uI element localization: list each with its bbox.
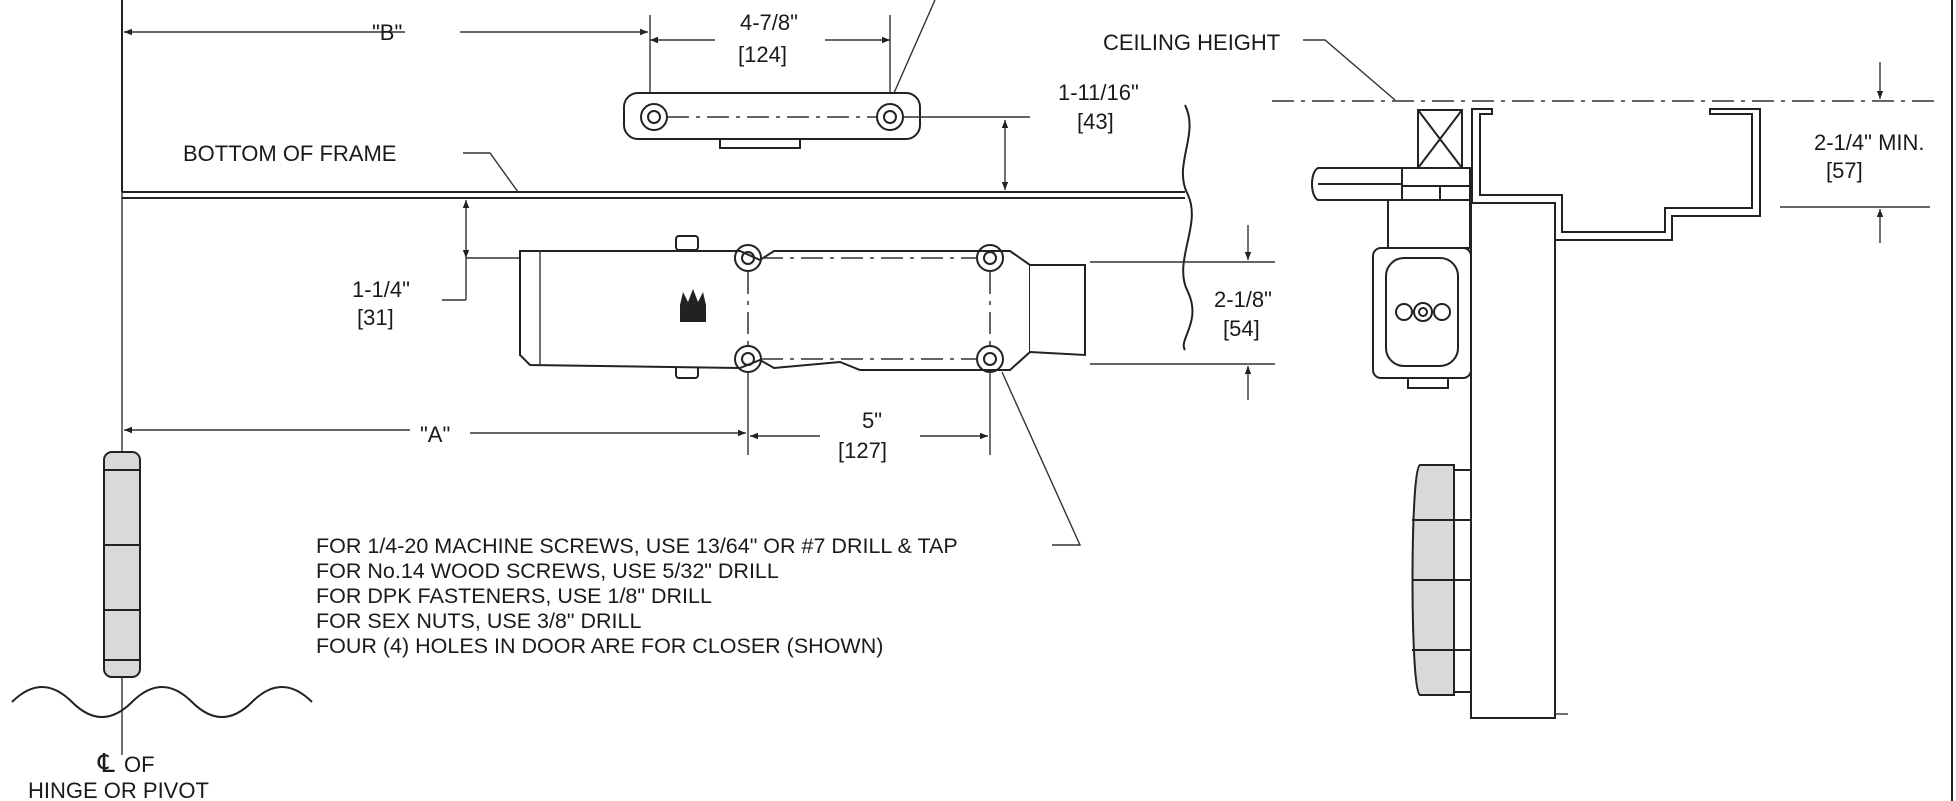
shoe-offset-mm: [43] [1077,109,1114,134]
hinge-or-pivot-label: HINGE OR PIVOT [28,778,209,801]
note-line: FOR 1/4-20 MACHINE SCREWS, USE 13/64" OR… [316,534,958,558]
closer-body-side [1372,199,1472,389]
hinge [103,451,141,678]
door-side [1470,202,1556,719]
body-offset-mm: [31] [357,305,394,330]
hole-spacing-inch: 5" [862,408,882,433]
ceiling-height-leader [1303,39,1396,101]
closer-body [519,235,1086,379]
body-offset-inch: 1-1/4" [352,277,410,302]
arm-shoe-side [1311,109,1471,203]
body-height-mm: [54] [1223,316,1260,341]
floor-break-line [11,686,313,718]
ceiling-min-mm: [57] [1826,158,1863,183]
body-height-inch: 2-1/8" [1214,287,1272,312]
note-line: FOR DPK FASTENERS, USE 1/8" DRILL [316,584,712,608]
bottom-of-frame-leader [463,152,519,193]
break-line [1181,104,1194,351]
callout-leader-top [889,0,936,103]
hinge-side [1411,464,1472,696]
notes-leader [1001,371,1082,546]
ceiling-min-inch: 2-1/4" MIN. [1814,130,1925,155]
frame-profile [1471,108,1761,241]
bottom-of-frame-label: BOTTOM OF FRAME [183,141,396,166]
note-line: FOR No.14 WOOD SCREWS, USE 5/32" DRILL [316,559,779,583]
shoe-offset-inch: 1-11/16" [1058,80,1139,105]
brand-logo-icon [680,289,706,322]
arm-shoe [623,92,921,149]
note-line: FOR SEX NUTS, USE 3/8" DRILL [316,609,641,633]
note-line: FOUR (4) HOLES IN DOOR ARE FOR CLOSER (S… [316,634,883,658]
hole-spacing-mm: [127] [838,438,887,463]
hinge-of-label: OF [124,752,155,777]
dimension-a-label: "A" [420,422,450,447]
dimension-b-label: "B" [372,20,402,45]
drilling-notes: FOR 1/4-20 MACHINE SCREWS, USE 13/64" OR… [316,534,958,658]
arm-spacing-inch: 4-7/8" [740,10,798,35]
ceiling-height-label: CEILING HEIGHT [1103,30,1280,55]
centerline-symbol: ℄ [97,748,115,778]
arm-spacing-mm: [124] [738,42,787,67]
